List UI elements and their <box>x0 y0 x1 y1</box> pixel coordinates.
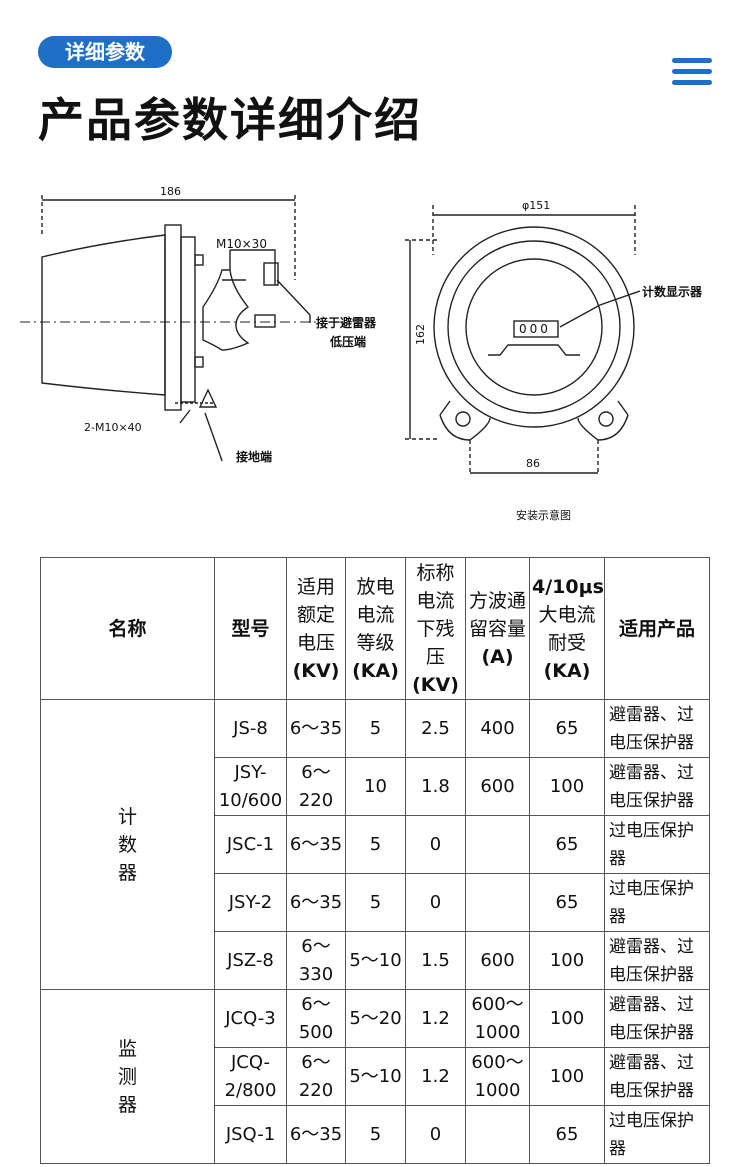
cell-discharge: 5 <box>345 1105 406 1164</box>
cell-discharge: 5 <box>345 815 406 874</box>
cell-product: 避雷器、过电压保护器 <box>604 989 710 1048</box>
cell-square-wave <box>465 873 530 932</box>
base-width-label: 86 <box>526 457 540 470</box>
header-model: 型号 <box>214 557 287 700</box>
header-residual: 标称电流下残压(KV) <box>405 557 466 700</box>
diagram-caption: 安装示意图 <box>516 508 571 522</box>
header-name: 名称 <box>40 557 215 700</box>
cell-product: 避雷器、过电压保护器 <box>604 757 710 816</box>
cell-residual: 0 <box>405 1105 466 1164</box>
cell-voltage: 6～500 <box>286 989 346 1048</box>
cell-square-wave: 600～1000 <box>465 989 530 1048</box>
cell-voltage: 6～35 <box>286 699 346 758</box>
bolt-top-label: M10×30 <box>216 237 267 251</box>
header-product: 适用产品 <box>604 557 710 700</box>
cell-residual: 1.2 <box>405 989 466 1048</box>
cell-square-wave: 600 <box>465 931 530 990</box>
hamburger-menu-icon[interactable] <box>672 58 712 88</box>
cell-product: 过电压保护器 <box>604 815 710 874</box>
lightning-connection-label: 接于避雷器 <box>316 315 377 330</box>
cell-surge: 100 <box>529 757 605 816</box>
counter-display-label: 计数显示器 <box>642 284 703 299</box>
cell-product: 避雷器、过电压保护器 <box>604 1047 710 1106</box>
cell-square-wave: 600 <box>465 757 530 816</box>
height-label: 162 <box>414 324 427 345</box>
header-discharge: 放电电流等级(KA) <box>345 557 406 700</box>
table-header-row: 名称 型号 适用额定电压(KV) 放电电流等级(KA) 标称电流下残压(KV) … <box>40 557 710 700</box>
bolt-bottom-label: 2-M10×40 <box>84 421 142 434</box>
cell-product: 避雷器、过电压保护器 <box>604 931 710 990</box>
cell-model: JSC-1 <box>214 815 287 874</box>
front-view <box>405 205 641 475</box>
dim-width-label: 186 <box>160 185 181 198</box>
cell-voltage: 6～330 <box>286 931 346 990</box>
cell-surge: 65 <box>529 699 605 758</box>
cell-surge: 65 <box>529 873 605 932</box>
cell-residual: 1.2 <box>405 1047 466 1106</box>
cell-model: JSZ-8 <box>214 931 287 990</box>
page-title: 产品参数详细介绍 <box>38 93 422 147</box>
cell-square-wave <box>465 815 530 874</box>
ground-label: 接地端 <box>236 449 272 464</box>
cell-square-wave <box>465 1105 530 1164</box>
cell-product: 过电压保护器 <box>604 873 710 932</box>
cell-model: JSY-10/600 <box>214 757 287 816</box>
cell-discharge: 5 <box>345 699 406 758</box>
section-badge: 详细参数 <box>38 36 172 68</box>
cell-model: JSY-2 <box>214 873 287 932</box>
cell-model: JCQ-3 <box>214 989 287 1048</box>
category-counter: 计数器 <box>40 699 215 990</box>
counter-value: 000 <box>519 322 551 336</box>
cell-square-wave: 400 <box>465 699 530 758</box>
cell-discharge: 5～10 <box>345 1047 406 1106</box>
cell-residual: 0 <box>405 873 466 932</box>
cell-discharge: 5 <box>345 873 406 932</box>
cell-discharge: 5～20 <box>345 989 406 1048</box>
cell-residual: 2.5 <box>405 699 466 758</box>
cell-residual: 0 <box>405 815 466 874</box>
diameter-label: φ151 <box>522 199 550 212</box>
cell-surge: 100 <box>529 931 605 990</box>
table-row: JSY-10/600 6～220 10 1.8 600 100 避雷器、过电压保… <box>41 757 710 816</box>
cell-surge: 100 <box>529 989 605 1048</box>
header-square-wave: 方波通留容量(A) <box>465 557 530 700</box>
cell-residual: 1.5 <box>405 931 466 990</box>
cell-residual: 1.8 <box>405 757 466 816</box>
cell-surge: 65 <box>529 815 605 874</box>
side-view <box>20 195 320 462</box>
table-row: 监测器 JCQ-3 6～500 5～20 1.2 600～1000 100 避雷… <box>40 989 710 1164</box>
cell-discharge: 5～10 <box>345 931 406 990</box>
header-voltage: 适用额定电压(KV) <box>286 557 346 700</box>
table-row: JSQ-1 6～35 5 0 65 过电压保护器 <box>41 1105 710 1164</box>
cell-model: JS-8 <box>214 699 287 758</box>
cell-voltage: 6～35 <box>286 873 346 932</box>
cell-product: 避雷器、过电压保护器 <box>604 699 710 758</box>
spec-table: 名称 型号 适用额定电压(KV) 放电电流等级(KA) 标称电流下残压(KV) … <box>40 557 710 1164</box>
cell-model: JSQ-1 <box>214 1105 287 1164</box>
cell-square-wave: 600～1000 <box>465 1047 530 1106</box>
cell-surge: 100 <box>529 1047 605 1106</box>
category-monitor: 监测器 <box>40 989 215 1164</box>
table-row: 计数器 JS-8 6～35 5 2.5 400 65 避雷器、过电压保护器 <box>40 699 710 990</box>
cell-discharge: 10 <box>345 757 406 816</box>
cell-voltage: 6～35 <box>286 815 346 874</box>
cell-voltage: 6～220 <box>286 1047 346 1106</box>
cell-voltage: 6～35 <box>286 1105 346 1164</box>
table-row: JCQ-2/800 6～220 5～10 1.2 600～1000 100 避雷… <box>41 1047 710 1106</box>
cell-surge: 65 <box>529 1105 605 1164</box>
cell-product: 过电压保护器 <box>604 1105 710 1164</box>
installation-diagram: 186 M10×30 接于避雷器 低压端 2-M10×40 接地端 φ151 计… <box>20 185 703 522</box>
low-voltage-label: 低压端 <box>329 334 366 349</box>
table-row: JSZ-8 6～330 5～10 1.5 600 100 避雷器、过电压保护器 <box>41 931 710 990</box>
cell-model: JCQ-2/800 <box>214 1047 287 1106</box>
cell-voltage: 6～220 <box>286 757 346 816</box>
